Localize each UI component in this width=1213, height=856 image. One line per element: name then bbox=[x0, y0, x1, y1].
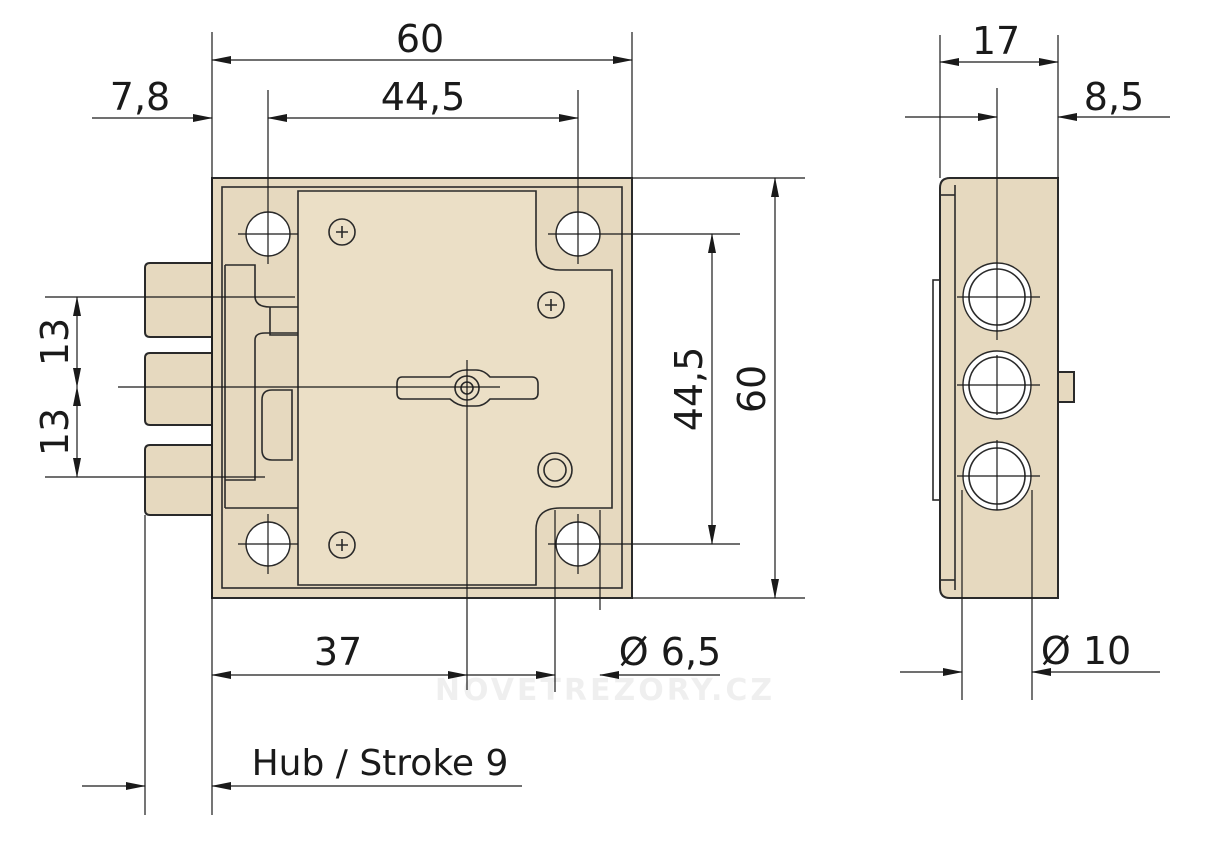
bolt-bottom bbox=[144, 444, 213, 516]
side-view bbox=[932, 177, 1075, 599]
dim-bolt-pitch-bottom: 13 bbox=[33, 408, 77, 456]
dim-side-depth: 17 bbox=[972, 19, 1020, 63]
dim-overall-height: 60 bbox=[730, 365, 774, 413]
screw-icon bbox=[537, 291, 565, 319]
dim-backset: 37 bbox=[314, 630, 362, 674]
front-view bbox=[144, 177, 633, 599]
dim-bolt-diameter: Ø 10 bbox=[1041, 629, 1131, 673]
bolt-middle bbox=[144, 352, 213, 426]
dim-hole-spacing-h: 44,5 bbox=[381, 75, 466, 119]
bolt-top bbox=[144, 262, 213, 338]
screw-icon bbox=[328, 218, 356, 246]
dim-side-pin: 8,5 bbox=[1084, 75, 1144, 119]
screw-icon bbox=[328, 531, 356, 559]
dim-stroke: Hub / Stroke 9 bbox=[252, 743, 509, 784]
dim-overall-width: 60 bbox=[396, 17, 444, 61]
dim-hole-diameter: Ø 6,5 bbox=[619, 630, 721, 674]
side-pin bbox=[1057, 371, 1075, 403]
dim-hole-spacing-v: 44,5 bbox=[667, 347, 711, 432]
center-lines bbox=[45, 88, 1040, 690]
rivet-icon bbox=[537, 452, 573, 488]
dim-bolt-offset: 7,8 bbox=[110, 75, 170, 119]
dim-bolt-pitch-top: 13 bbox=[33, 318, 77, 366]
watermark: NOVETREZORY.CZ bbox=[435, 673, 775, 708]
dimension-labels: 60 7,8 44,5 13 13 44,5 60 37 Ø 6,5 Hub /… bbox=[33, 17, 1144, 784]
dimension-lines bbox=[73, 56, 1170, 790]
